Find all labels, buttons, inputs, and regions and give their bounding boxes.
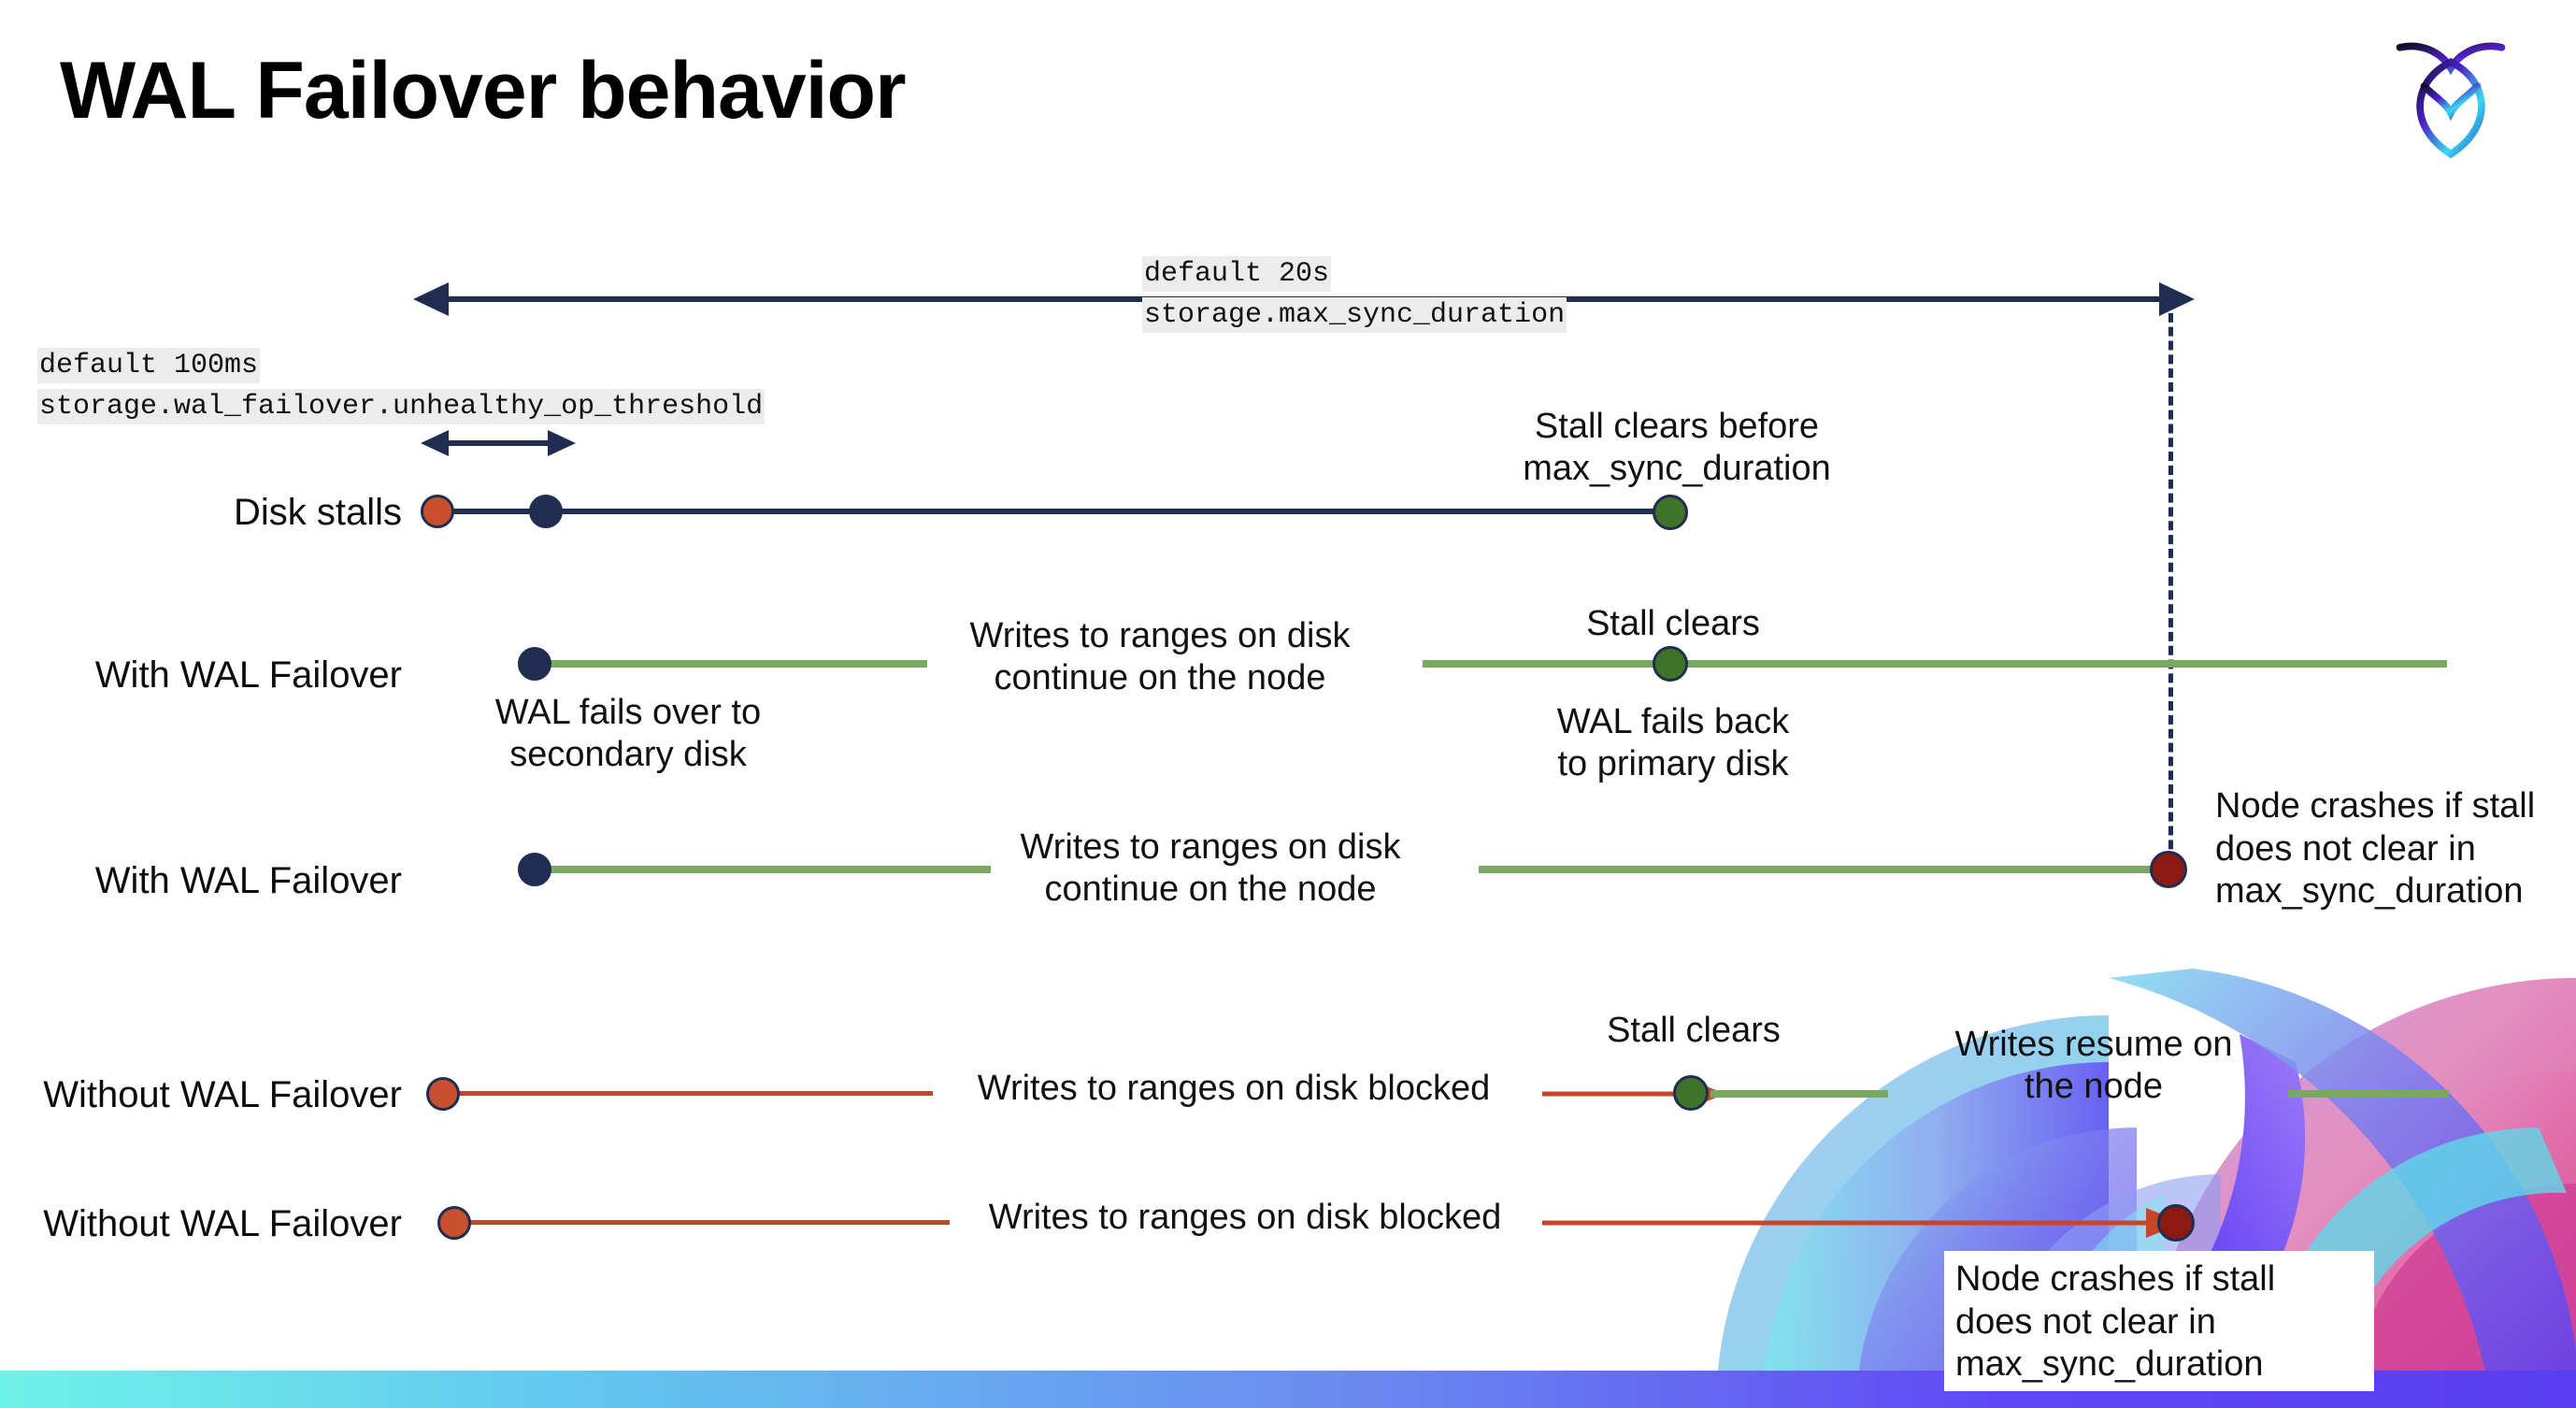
annotation-line-2: max_sync_duration	[1523, 448, 1831, 488]
writes-resumed-segment-1	[1710, 1090, 1888, 1098]
annotation-stall-clears-row2: Stall clears	[1586, 604, 1760, 643]
row-label-with-wal-failover-2: With WAL Failover	[94, 860, 402, 901]
annotation-line-2: the node	[2025, 1066, 2163, 1106]
disk-stall-start-dot-row4	[426, 1077, 460, 1111]
annotation-node-crashes-row3: Node crashes if stall does not clear in …	[2215, 785, 2570, 913]
wal-failover-recovered-segment-1	[1423, 660, 2447, 668]
annotation-line-1: Writes to ranges on disk	[969, 616, 1351, 655]
annotation-line-1: Stall clears before	[1534, 407, 1820, 446]
annotation-line-2: secondary disk	[509, 734, 747, 774]
disk-stall-start-dot	[421, 495, 454, 528]
annotation-line-1: Writes to ranges on disk	[1020, 827, 1401, 867]
annotation-writes-continue-1: Writes to ranges on disk continue on the…	[940, 615, 1380, 699]
wal-failover-stall-clear-dot-1	[1653, 646, 1688, 682]
annotation-writes-blocked-1: Writes to ranges on disk blocked	[977, 1069, 1491, 1108]
writes-blocked-arrow-2	[1542, 1208, 2183, 1238]
annotation-stall-clears-before: Stall clears before max_sync_duration	[1490, 406, 1864, 490]
disk-stall-start-dot-row5	[437, 1206, 471, 1240]
annotation-line-1: Node crashes if stall	[1955, 1259, 2276, 1299]
max-sync-duration-setting-label: storage.max_sync_duration	[1142, 297, 1567, 334]
annotation-line-1: WAL fails over to	[494, 693, 762, 732]
annotation-writes-continue-2: Writes to ranges on disk continue on the…	[991, 826, 1430, 911]
unhealthy-op-threshold-setting-label: storage.wal_failover.unhealthy_op_thresh…	[37, 389, 766, 425]
disk-stall-threshold-dot	[529, 495, 563, 528]
row-label-without-wal-failover-2: Without WAL Failover	[43, 1203, 402, 1244]
row-label-disk-stalls: Disk stalls	[233, 492, 402, 533]
row-label-without-wal-failover-1: Without WAL Failover	[43, 1074, 402, 1115]
annotation-line-2: to primary disk	[1557, 743, 1789, 783]
wal-failover-secondary-segment-2	[535, 866, 991, 873]
wal-failover-secondary-segment-1	[535, 660, 927, 668]
wal-failover-start-dot-2	[518, 853, 551, 886]
annotation-wal-fails-over: WAL fails over to secondary disk	[422, 692, 834, 776]
annotation-line-1: WAL fails back	[1556, 702, 1790, 741]
annotation-writes-blocked-2: Writes to ranges on disk blocked	[988, 1198, 1502, 1237]
stall-clear-dot-row4	[1673, 1075, 1709, 1111]
annotation-line-2: continue on the node	[1044, 869, 1377, 909]
max-sync-duration-deadline-dropline	[2168, 299, 2173, 877]
annotation-line-3: max_sync_duration	[2215, 871, 2524, 912]
writes-blocked-segment-2	[464, 1220, 950, 1225]
max-sync-duration-default-label: default 20s	[1142, 256, 1332, 293]
disk-stall-clear-dot	[1653, 495, 1688, 530]
annotation-writes-resume: Writes resume on the node	[1925, 1024, 2262, 1108]
writes-resumed-segment-1b	[2288, 1090, 2449, 1098]
node-crash-dot-row3	[2150, 851, 2187, 888]
disk-stall-timeline-line	[437, 509, 1671, 514]
wal-failover-start-dot-1	[518, 647, 551, 681]
unhealthy-op-threshold-span-arrow	[421, 430, 576, 456]
writes-blocked-segment-1	[451, 1091, 933, 1096]
annotation-line-1: Node crashes if stall	[2215, 786, 2536, 826]
page-title: WAL Failover behavior	[60, 46, 907, 136]
cockroach-labs-logo-icon	[2396, 42, 2506, 159]
annotation-node-crashes-row5-callout: Node crashes if stall does not clear in …	[1944, 1251, 2374, 1391]
row-label-with-wal-failover-1: With WAL Failover	[94, 654, 402, 696]
annotation-line-2: continue on the node	[994, 657, 1326, 697]
annotation-line-2: does not clear in	[2215, 828, 2476, 869]
node-crash-dot-row5	[2157, 1204, 2195, 1242]
annotation-line-3: max_sync_duration	[1955, 1344, 2264, 1385]
wal-failover-continued-segment-2	[1479, 866, 2172, 873]
unhealthy-op-threshold-default-label: default 100ms	[37, 348, 261, 384]
annotation-wal-fails-back: WAL fails back to primary disk	[1486, 701, 1860, 785]
annotation-line-1: Writes resume on	[1954, 1025, 2233, 1064]
annotation-stall-clears-row4: Stall clears	[1607, 1011, 1781, 1050]
annotation-line-2: does not clear in	[1955, 1301, 2216, 1342]
